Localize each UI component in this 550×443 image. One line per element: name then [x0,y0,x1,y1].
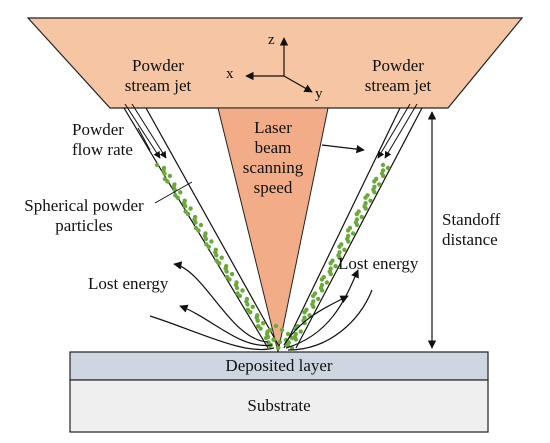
particle-right [380,162,386,168]
particle-left [214,253,219,258]
particle-right [345,228,351,233]
particle-left [178,190,183,195]
particle-right [298,329,303,334]
left-channel-arrow [124,103,161,159]
flow-rate-label: Powder flow rate [72,120,133,159]
particle-right [368,198,373,203]
particle-left [240,288,245,293]
particle-right [293,337,299,342]
particle-left [245,302,250,307]
powder-particles [154,162,391,351]
particle-left [198,222,204,228]
deposited-layer-block [69,351,489,381]
right-jet-label: Powder stream jet [364,56,432,95]
particle-right [350,231,356,236]
nozzle-head [26,17,524,109]
particle-focus [285,331,291,337]
lost-energy-left-label: Lost energy [88,274,169,293]
particle-left [229,271,235,277]
standoff-label: Standoff distance [442,210,501,249]
particle-right [363,206,368,211]
particle-left [167,173,173,179]
particle-left [234,285,240,291]
particle-right [324,280,330,285]
particle-left [193,220,198,225]
substrate-block [69,379,489,433]
right-channel-arrow [384,103,418,159]
particle-right [354,222,360,228]
particle-left [203,236,209,242]
particle-left [224,269,229,274]
lost-energy-arrows-right [283,269,373,351]
scanning-speed-arrow [321,144,365,154]
right-channel-arrow-2 [377,103,411,159]
coordinate-axes [245,37,313,93]
particle-left [255,318,260,323]
particle-right [372,179,377,184]
particle-left [206,244,211,249]
particle-right [311,293,316,299]
particle-left [227,277,232,282]
deposited-layer-label: Deposited layer [225,356,333,375]
particle-focus [267,327,273,333]
particle-right [337,255,342,260]
particle-left [209,239,214,244]
particle-left [219,255,224,260]
particle-right [354,211,359,217]
particle-right [328,271,333,277]
particles-label: Spherical powder particles [24,196,144,235]
lost-energy-arrows-left [149,261,275,351]
left-jet-label: Powder stream jet [124,56,192,95]
particle-left [183,204,188,209]
particle-left [196,228,201,233]
particle-right [346,239,351,244]
particle-left [217,261,222,266]
axis-y-label: y [315,86,323,102]
particle-left [175,195,180,200]
particle-right [319,277,325,282]
substrate-label: Substrate [247,396,311,415]
particle-left [237,293,243,299]
axis-z-label: z [268,32,275,48]
particle-right [311,304,316,309]
flow-rate-arrow [137,127,151,151]
particle-focus [263,335,269,341]
particle-focus [275,345,281,351]
particle-right [302,310,307,315]
particle-right [319,288,325,293]
particles-pointer [154,181,193,204]
particle-left [258,326,263,331]
particle-right [359,214,364,220]
particle-right [342,247,347,252]
particle-left [188,206,193,211]
particle-left [248,310,253,315]
particle-right [316,296,321,302]
particle-right [372,190,377,195]
particle-left [154,162,160,168]
particle-focus [273,323,279,329]
particle-left [250,304,255,309]
particle-left [261,321,266,326]
particle-right [385,165,391,171]
particle-left [185,211,191,217]
lost-energy-right-label: Lost energy [338,254,419,273]
particle-right [363,195,368,200]
particle-right [381,173,386,179]
axis-x-label: x [226,66,234,82]
particle-focus [277,339,283,345]
particle-right [328,261,333,266]
particle-focus [271,337,277,343]
particle-right [377,182,382,187]
laser-beam [217,107,329,353]
particle-focus [279,327,285,333]
right-powder-channel [283,107,423,349]
particle-right [333,264,338,269]
particle-focus [289,335,295,341]
particle-right [337,244,342,249]
particle-left [165,179,170,184]
left-channel-arrow-2 [131,103,167,159]
laser-label: Laser beam scanning speed [242,118,304,197]
particle-left [162,171,167,176]
